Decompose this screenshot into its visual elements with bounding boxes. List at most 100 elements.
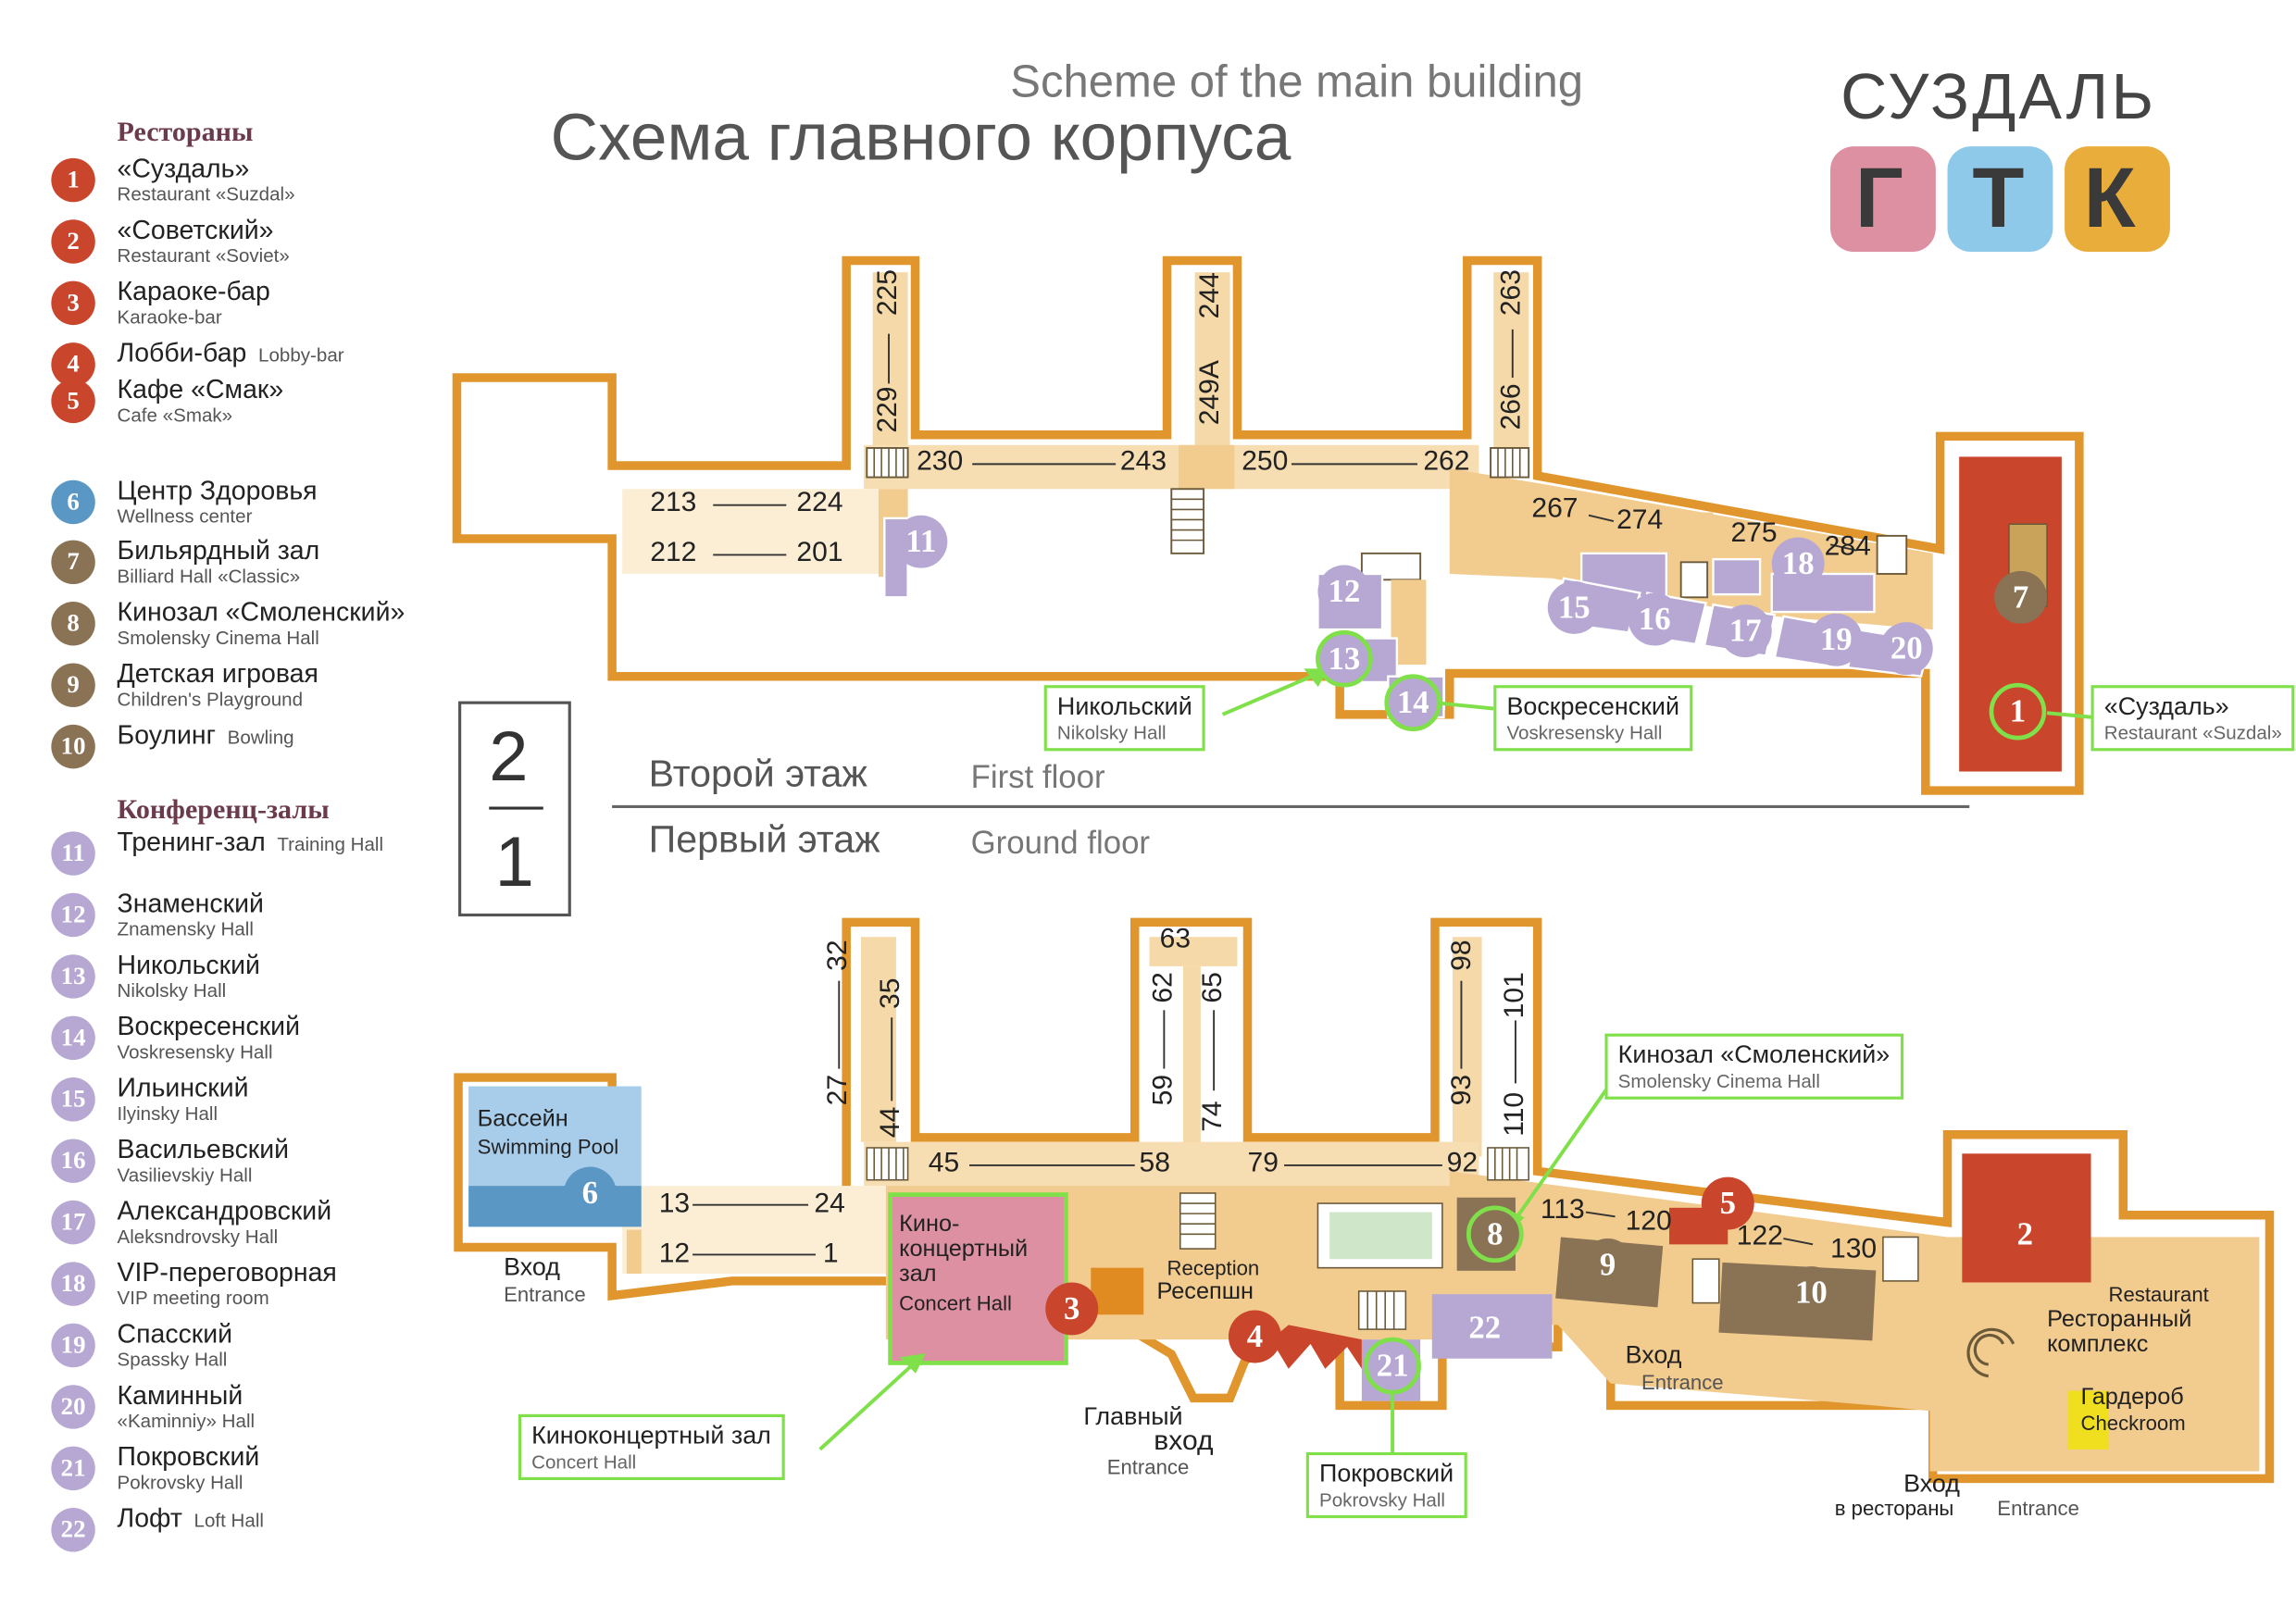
legend-label-en: Restaurant «Suzdal» — [117, 182, 295, 205]
legend-label-en: Children's Playground — [117, 688, 304, 711]
map-marker-number: 14 — [1397, 684, 1429, 720]
callout-suzdal: «Суздаль» Restaurant «Suzdal» — [2090, 685, 2296, 752]
legend-label-en: Lobby-bar — [258, 343, 344, 367]
room-number-r130: 130 — [1829, 1234, 1878, 1265]
room-number-r224: 224 — [796, 487, 843, 518]
room-number-r12: 12 — [658, 1238, 691, 1270]
room-number-r45: 45 — [928, 1147, 960, 1179]
room-number-r63: 63 — [1159, 923, 1192, 955]
legend-label-ru-text: Караоке-бар — [117, 276, 270, 306]
room-number-r1: 1 — [822, 1238, 839, 1270]
callout-nikolsky-en: Nikolsky Hall — [1056, 721, 1167, 744]
legend-label-en: Bowling — [227, 726, 294, 749]
callout-concert-ru: Киноконцертный зал — [531, 1421, 771, 1450]
map-marker-22: 22 — [1458, 1301, 1512, 1354]
map-marker-3: 3 — [1045, 1282, 1099, 1336]
room-number-r284: 284 — [1824, 531, 1871, 563]
legend-conference-header: Конференц-залы — [117, 794, 330, 827]
restaurant-complex-en: Restaurant — [2108, 1282, 2209, 1306]
main-entrance-en: Entrance — [1106, 1455, 1190, 1479]
map-marker-4: 4 — [1228, 1310, 1281, 1363]
legend-label-ru-text: VIP-переговорная — [117, 1257, 337, 1288]
room-number-r92: 92 — [1446, 1147, 1479, 1179]
legend-label-en: Voskresensky Hall — [117, 1040, 273, 1064]
map-marker-5: 5 — [1701, 1176, 1754, 1230]
callout-pokrovsky-ru: Покровский — [1319, 1459, 1454, 1487]
legend-label-en: Karaoke-bar — [117, 305, 222, 329]
main-entrance-ru2: вход — [1154, 1425, 1214, 1457]
legend-number-badge: 19 — [51, 1323, 95, 1368]
legend-label-en: Loft Hall — [193, 1509, 264, 1532]
legend-label-ru: Центр Здоровья — [118, 476, 318, 506]
legend-label-en: VIP meeting room — [117, 1287, 269, 1309]
map-marker-number: 11 — [905, 523, 936, 559]
callout-suzdal-ru: «Суздаль» — [2103, 692, 2229, 721]
room-number-r274: 274 — [1616, 504, 1664, 536]
map-marker-20: 20 — [1879, 622, 1933, 676]
legend-label-ru: Караоке-бар — [118, 277, 270, 307]
legend-number-badge: 7 — [51, 540, 95, 585]
room-number-r59: 59 — [1147, 1074, 1179, 1106]
legend-number-badge: 14 — [51, 1015, 95, 1061]
legend-number-badge: 9 — [51, 663, 95, 707]
legend-number-badge: 15 — [51, 1077, 95, 1122]
map-marker-number: 16 — [1639, 601, 1671, 637]
callout-pokrovsky: Покровский Pokrovsky Hall — [1305, 1451, 1467, 1519]
entrance-east-en: Entrance — [1641, 1370, 1724, 1394]
concert-hall-area — [888, 1192, 1068, 1365]
room-number-r13: 13 — [658, 1189, 691, 1220]
title-ru: Схема главного корпуса — [550, 99, 1292, 175]
legend-label-ru: «Советский» — [118, 215, 274, 245]
callout-suzdal-en: Restaurant «Suzdal» — [2103, 721, 2282, 744]
second-floor-en: First floor — [970, 758, 1105, 795]
room-number-r212: 212 — [650, 537, 697, 568]
legend-label-ru-text: Покровский — [117, 1441, 260, 1472]
callout-pokrovsky-en: Pokrovsky Hall — [1319, 1488, 1445, 1512]
map-marker-12: 12 — [1317, 565, 1371, 618]
legend-number-badge: 11 — [51, 831, 95, 876]
legend-label-en: Nikolsky Hall — [117, 979, 227, 1002]
legend-item-2: 2«Советский»Restaurant «Soviet» — [50, 215, 489, 273]
callout-voskresensky: Воскресенский Voskresensky Hall — [1493, 685, 1693, 752]
legend-label-ru-text: Знаменский — [117, 889, 264, 918]
map-marker-13: 13 — [1316, 629, 1373, 688]
legend-number-badge: 16 — [51, 1139, 95, 1183]
legend-label-ru-text: Бильярдный зал — [117, 535, 320, 566]
map-marker-number: 12 — [1329, 573, 1361, 609]
legend-label-en: Restaurant «Soviet» — [117, 244, 290, 267]
legend-label-ru-text: Ильинский — [117, 1073, 249, 1102]
legend-label-ru-text: Кинозал «Смоленский» — [117, 597, 406, 627]
pool-label-en: Swimming Pool — [477, 1134, 619, 1159]
room-range-lines — [693, 329, 1857, 1256]
room-number-r249a: 249А — [1194, 360, 1226, 426]
map-marker-18: 18 — [1771, 537, 1825, 591]
map-marker-number: 8 — [1487, 1215, 1503, 1251]
callout-smolensky-en: Smolensky Cinema Hall — [1617, 1070, 1820, 1092]
legend-label-en: Ilyinsky Hall — [117, 1101, 218, 1125]
spiral-stair — [1966, 1327, 2015, 1378]
room-number-r250: 250 — [1242, 446, 1289, 478]
room-number-r58: 58 — [1139, 1147, 1170, 1179]
room-number-r27: 27 — [822, 1074, 855, 1106]
room-number-r35: 35 — [875, 977, 907, 1009]
logo-tiles — [1829, 146, 2170, 253]
legend-label-ru-text: «Суздаль» — [117, 154, 250, 183]
checkroom-ru: Гардероб — [2080, 1385, 2184, 1411]
legend-label-en: «Kaminniy» Hall — [117, 1410, 256, 1432]
map-marker-11: 11 — [894, 515, 948, 568]
legend-label-ru: Воскресенский — [118, 1012, 300, 1042]
legend-label-ru: Каминный — [118, 1380, 243, 1411]
map-marker-number: 20 — [1890, 630, 1923, 666]
map-marker-number: 13 — [1329, 641, 1361, 677]
legend-item-1: 1«Суздаль»Restaurant «Suzdal» — [50, 154, 489, 212]
callout-nikolsky-ru: Никольский — [1056, 692, 1192, 721]
